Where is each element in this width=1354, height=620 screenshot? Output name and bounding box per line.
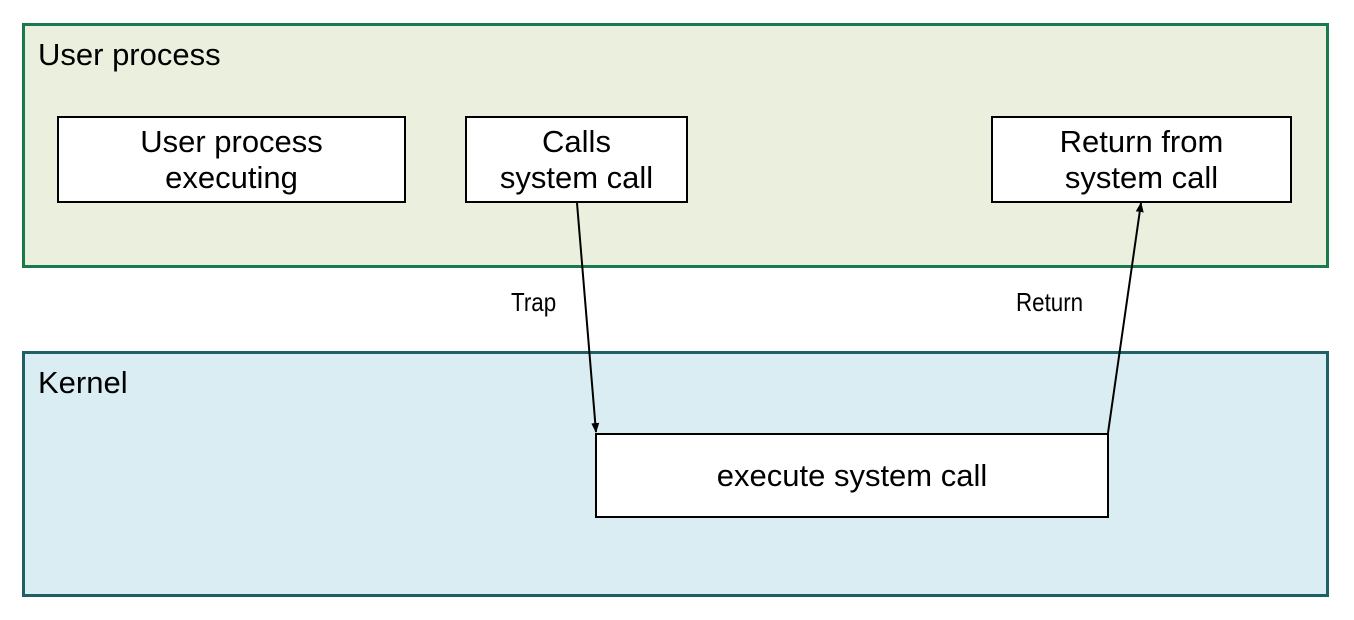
trap-label: Trap bbox=[511, 287, 557, 317]
return-from-system-call-line1: Return from bbox=[1059, 123, 1224, 159]
user-process-executing-line2: executing bbox=[165, 159, 298, 195]
user-process-executing-box: User process executing bbox=[57, 116, 406, 203]
calls-system-call-line2: system call bbox=[499, 159, 654, 195]
execute-system-call-label: execute system call bbox=[716, 457, 988, 493]
return-label: Return bbox=[1016, 287, 1084, 317]
calls-system-call-box: Calls system call bbox=[465, 116, 688, 203]
kernel-title: Kernel bbox=[38, 365, 128, 400]
user-process-executing-line1: User process bbox=[140, 123, 323, 159]
return-from-system-call-box: Return from system call bbox=[991, 116, 1292, 203]
return-from-system-call-line2: system call bbox=[1064, 159, 1219, 195]
user-process-title: User process bbox=[38, 37, 221, 72]
calls-system-call-line1: Calls bbox=[542, 123, 611, 159]
execute-system-call-box: execute system call bbox=[595, 433, 1109, 518]
